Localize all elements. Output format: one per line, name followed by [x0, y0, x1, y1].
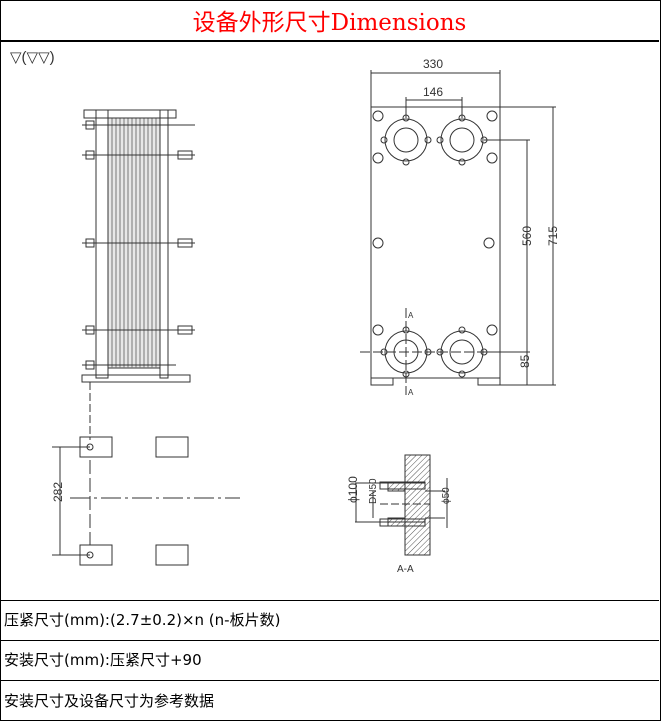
- note-text: 安装尺寸(mm):压紧尺寸+90: [4, 651, 202, 669]
- note-reference: 安装尺寸及设备尺寸为参考数据: [0, 680, 659, 719]
- section-label: A-A: [397, 564, 414, 575]
- front-view: [360, 70, 556, 395]
- section-dn: DN50: [368, 478, 379, 504]
- note-install-size: 安装尺寸(mm):压紧尺寸+90: [0, 640, 659, 678]
- page-title: 设备外形尺寸Dimensions: [192, 10, 467, 36]
- note-compression-size: 压紧尺寸(mm):(2.7±0.2)×n (n-板片数): [0, 600, 659, 638]
- dim-bottom: 85: [518, 354, 532, 368]
- section-marker-bottom: A: [408, 388, 414, 397]
- dim-height: 715: [546, 226, 560, 246]
- side-view: [81, 109, 195, 440]
- note-text: 安装尺寸及设备尺寸为参考数据: [4, 691, 215, 710]
- note-text: 压紧尺寸(mm):(2.7±0.2)×n (n-板片数): [4, 611, 281, 629]
- dimension-drawing: ▽(▽▽) 282: [10, 49, 560, 575]
- dim-foot-spacing: 282: [51, 482, 65, 502]
- section-marker-top: A: [408, 311, 414, 320]
- dim-port-spacing: 146: [423, 85, 443, 99]
- dim-width: 330: [423, 57, 443, 71]
- dim-port-vertical: 560: [520, 226, 534, 246]
- section-flange-dia: ϕ100: [346, 476, 360, 503]
- section-bore: ϕ50: [441, 487, 452, 504]
- section-view: [355, 454, 448, 556]
- foot-plan-view: [52, 436, 240, 566]
- surface-symbol: ▽(▽▽): [10, 49, 55, 66]
- title-row: 设备外形尺寸Dimensions: [0, 0, 659, 42]
